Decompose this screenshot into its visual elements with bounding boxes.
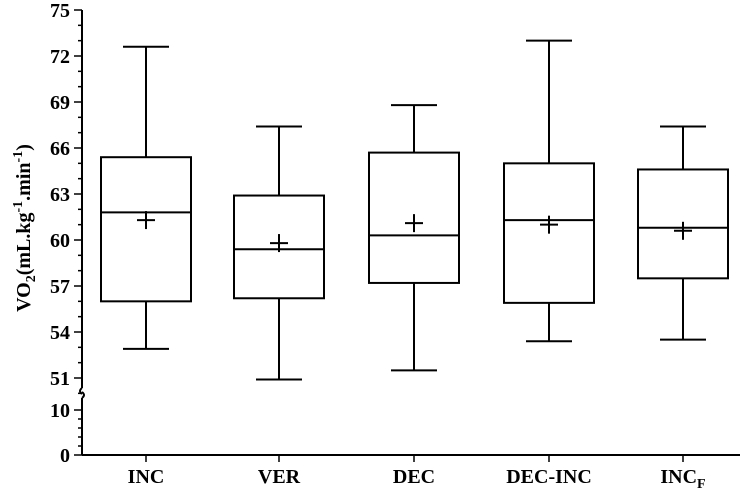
- y-tick-label: 60: [50, 230, 70, 252]
- category-label: DEC: [393, 466, 435, 488]
- y-tick-label: 72: [50, 46, 70, 68]
- ylabel-sup2: -1: [11, 151, 26, 163]
- boxplot-group: [637, 125, 729, 462]
- ylabel-prefix-sub: 2: [24, 275, 39, 282]
- boxplot-group: [233, 125, 325, 462]
- y-tick-label: 0: [60, 445, 70, 467]
- category-label-text: DEC: [393, 466, 435, 488]
- y-tick-label: 66: [50, 138, 70, 160]
- y-axis-break-lower: [81, 391, 85, 399]
- boxplot-group: [503, 39, 595, 462]
- iqr-box: [100, 156, 192, 303]
- category-label-text: DEC-INC: [506, 466, 592, 488]
- ylabel-prefix: VO: [13, 282, 35, 312]
- y-tick-label: 54: [50, 322, 70, 344]
- boxplot-group: [368, 104, 460, 462]
- y-tick-label: 51: [50, 368, 70, 390]
- boxplot-group: [100, 45, 192, 462]
- category-label: DEC-INC: [506, 466, 592, 488]
- axes: 51 54 57 60 63 66 69 72 75 0 10: [50, 0, 740, 467]
- y-tick-label: 10: [50, 400, 70, 422]
- category-label-text: INC: [128, 466, 165, 488]
- category-label-sub: F: [697, 477, 706, 492]
- y-tick-label: 63: [50, 184, 70, 206]
- iqr-box: [233, 194, 325, 300]
- category-label: INCF: [660, 466, 705, 492]
- category-label-text: VER: [258, 466, 301, 488]
- boxes: [100, 39, 729, 462]
- y-tick-label: 75: [50, 0, 70, 22]
- y-tick-label: 57: [50, 276, 70, 298]
- category-label: INC: [128, 466, 165, 488]
- ylabel-unit-open: (mL.kg: [13, 212, 35, 275]
- category-label: VER: [258, 466, 301, 488]
- ylabel-unit-close: ): [13, 144, 35, 151]
- category-label-text: INC: [660, 466, 697, 488]
- y-axis-label: VO2(mL.kg-1.min-1): [11, 144, 39, 312]
- y-tick-label: 69: [50, 92, 70, 114]
- ylabel-unit-mid: .min: [13, 162, 35, 200]
- ylabel-sup1: -1: [11, 201, 26, 213]
